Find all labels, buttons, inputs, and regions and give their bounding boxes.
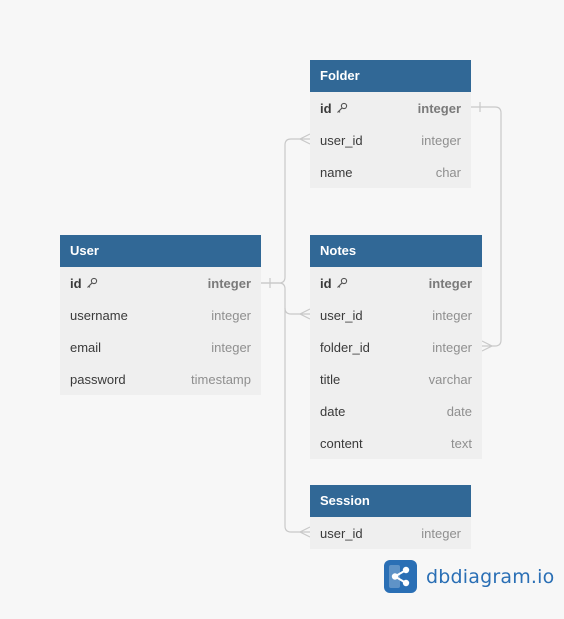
column-type: integer [432, 307, 472, 323]
column-name: name [320, 164, 353, 180]
many-marker-folder-user-id [298, 133, 311, 145]
column-name: title [320, 371, 341, 387]
column-type: varchar [428, 371, 472, 387]
column-row[interactable]: content text [310, 427, 482, 459]
connector-user-folder [261, 138, 310, 284]
column-row[interactable]: user_id integer [310, 299, 482, 331]
column-name: user_id [320, 307, 363, 323]
column-name: password [70, 371, 126, 387]
column-name: user_id [320, 132, 363, 148]
column-type: integer [417, 100, 461, 116]
table-header[interactable]: Session [310, 485, 471, 517]
column-row[interactable]: password timestamp [60, 363, 261, 395]
many-marker-session-user-id [298, 526, 311, 538]
key-icon [86, 277, 97, 288]
column-row[interactable]: id integer [60, 267, 261, 299]
column-type: integer [211, 339, 251, 355]
table-folder[interactable]: Folder id integer user_id integer name c… [310, 60, 471, 188]
connector-user-session [284, 308, 310, 533]
column-type: integer [421, 525, 461, 541]
column-row[interactable]: id integer [310, 267, 482, 299]
column-name: username [70, 307, 128, 323]
column-row[interactable]: user_id integer [310, 517, 471, 549]
column-name: folder_id [320, 339, 370, 355]
column-type: integer [211, 307, 251, 323]
brand-logo[interactable]: dbdiagram.io [384, 560, 554, 593]
column-name: date [320, 403, 346, 419]
column-type: date [446, 403, 472, 419]
many-marker-notes-folder-id [481, 340, 494, 352]
column-name: user_id [320, 525, 363, 541]
connector-user-notes [261, 282, 310, 315]
column-row[interactable]: username integer [60, 299, 261, 331]
column-name-cell: id [320, 101, 348, 116]
column-name: id [320, 275, 332, 291]
column-type: integer [421, 132, 461, 148]
dbdiagram-logo-icon [384, 560, 417, 593]
column-name: id [320, 100, 332, 116]
table-notes[interactable]: Notes id integer user_id integer folder_… [310, 235, 482, 459]
column-row[interactable]: user_id integer [310, 124, 471, 156]
table-header[interactable]: Folder [310, 60, 471, 92]
column-name-cell: id [320, 276, 348, 291]
column-type: timestamp [191, 371, 251, 387]
column-type: integer [432, 339, 472, 355]
column-row[interactable]: email integer [60, 331, 261, 363]
column-row[interactable]: folder_id integer [310, 331, 482, 363]
column-row[interactable]: id integer [310, 92, 471, 124]
table-user[interactable]: User id integer username integer email i… [60, 235, 261, 395]
column-name: id [70, 275, 82, 291]
table-session[interactable]: Session user_id integer [310, 485, 471, 549]
column-name-cell: id [70, 276, 98, 291]
column-row[interactable]: name char [310, 156, 471, 188]
brand-text: dbdiagram.io [426, 565, 555, 588]
table-header[interactable]: Notes [310, 235, 482, 267]
table-header[interactable]: User [60, 235, 261, 267]
column-row[interactable]: date date [310, 395, 482, 427]
column-type: char [435, 164, 461, 180]
key-icon [336, 102, 347, 113]
column-name: content [320, 435, 363, 451]
many-marker-notes-user-id [298, 308, 311, 320]
column-type: integer [428, 275, 472, 291]
column-type: integer [207, 275, 251, 291]
column-name: email [70, 339, 102, 355]
key-icon [336, 277, 347, 288]
column-type: text [451, 435, 472, 451]
column-row[interactable]: title varchar [310, 363, 482, 395]
